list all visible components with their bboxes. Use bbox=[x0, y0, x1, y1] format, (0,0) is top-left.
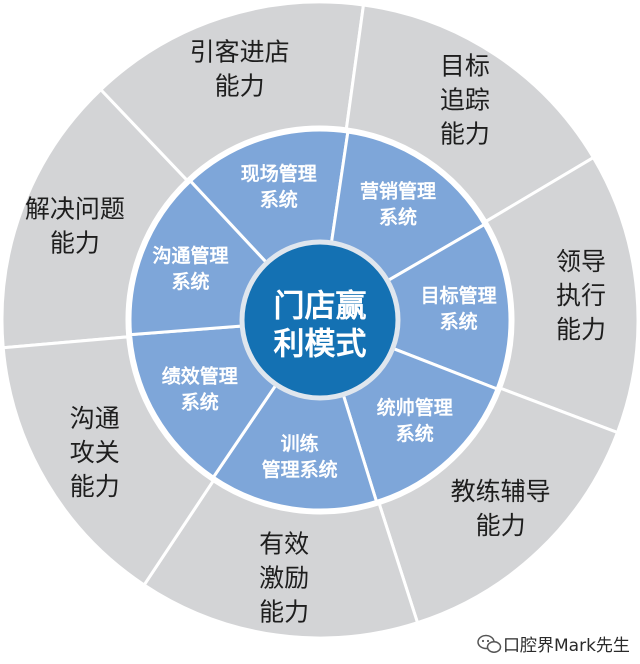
inner-label-jixiao-2: 系统 bbox=[181, 390, 219, 413]
watermark-text: 口腔界Mark先生 bbox=[503, 636, 630, 656]
outer-sector-yinke bbox=[98, 0, 366, 183]
outer-label-mubiao-1: 目标 bbox=[440, 52, 490, 81]
center-line-2: 利模式 bbox=[274, 327, 367, 363]
watermark: 口腔界Mark先生 bbox=[477, 634, 630, 656]
outer-label-jiaolian-1: 教练辅导 bbox=[451, 477, 551, 506]
inner-label-xianchang-1: 现场管理 bbox=[241, 162, 317, 185]
outer-label-mubiao-2: 追踪 bbox=[440, 86, 490, 115]
center-line-1: 门店赢 bbox=[274, 289, 367, 325]
inner-label-tongshuai-2: 系统 bbox=[396, 422, 434, 445]
inner-label-tongshuai-1: 统帅管理 bbox=[377, 396, 453, 419]
center-label: 门店赢 利模式 bbox=[274, 289, 367, 363]
outer-sector-jiaolian bbox=[377, 386, 620, 625]
outer-label-jiaolian-2: 能力 bbox=[476, 511, 526, 540]
outer-label-mubiao-3: 能力 bbox=[440, 120, 490, 149]
outer-label-lingdao-2: 执行 bbox=[556, 281, 606, 310]
inner-label-mubiao-2: 系统 bbox=[440, 310, 478, 333]
outer-sector-jiejue bbox=[0, 87, 190, 350]
inner-label-mubiao-1: 目标管理 bbox=[421, 284, 497, 307]
inner-label-xunlian-1: 训练 bbox=[281, 432, 319, 455]
inner-label-yingxiao-1: 营销管理 bbox=[360, 179, 436, 202]
outer-label-yinke-1: 引客进店 bbox=[190, 38, 290, 67]
wechat-icon bbox=[477, 634, 502, 653]
outer-label-jiejue-1: 解决问题 bbox=[25, 194, 125, 223]
inner-label-goutong-1: 沟通管理 bbox=[152, 244, 228, 267]
center-circle bbox=[239, 239, 401, 401]
inner-label-xunlian-2: 管理系统 bbox=[262, 458, 338, 481]
outer-sector-goutong bbox=[1, 335, 216, 588]
outer-label-goutong-3: 能力 bbox=[70, 472, 120, 501]
outer-sector-mubiao bbox=[344, 3, 596, 224]
outer-label-jiejue-2: 能力 bbox=[50, 228, 100, 257]
inner-ring bbox=[128, 128, 512, 512]
outer-label-goutong-1: 沟通 bbox=[70, 404, 120, 433]
inner-label-goutong-2: 系统 bbox=[171, 270, 209, 293]
outer-sector-lingdao bbox=[483, 155, 640, 435]
outer-label-lingdao-1: 领导 bbox=[556, 247, 606, 276]
inner-labels: 现场管理系统营销管理系统目标管理系统统帅管理系统训练管理系统绩效管理系统沟通管理… bbox=[152, 162, 496, 481]
outer-label-goutong-2: 攻关 bbox=[70, 438, 120, 467]
outer-label-yinke-2: 能力 bbox=[215, 72, 265, 101]
outer-labels: 解决问题能力引客进店能力目标追踪能力领导执行能力教练辅导能力有效激励能力沟通攻关… bbox=[25, 38, 606, 627]
outer-label-youxiao-2: 激励 bbox=[259, 564, 309, 593]
outer-label-youxiao-3: 能力 bbox=[259, 598, 309, 627]
inner-label-xianchang-2: 系统 bbox=[260, 188, 298, 211]
inner-label-jixiao-1: 绩效管理 bbox=[162, 364, 238, 387]
outer-sector-youxiao bbox=[142, 478, 420, 640]
outer-label-lingdao-3: 能力 bbox=[556, 315, 606, 344]
outer-label-youxiao-1: 有效 bbox=[259, 530, 309, 559]
inner-label-yingxiao-2: 系统 bbox=[379, 205, 417, 228]
